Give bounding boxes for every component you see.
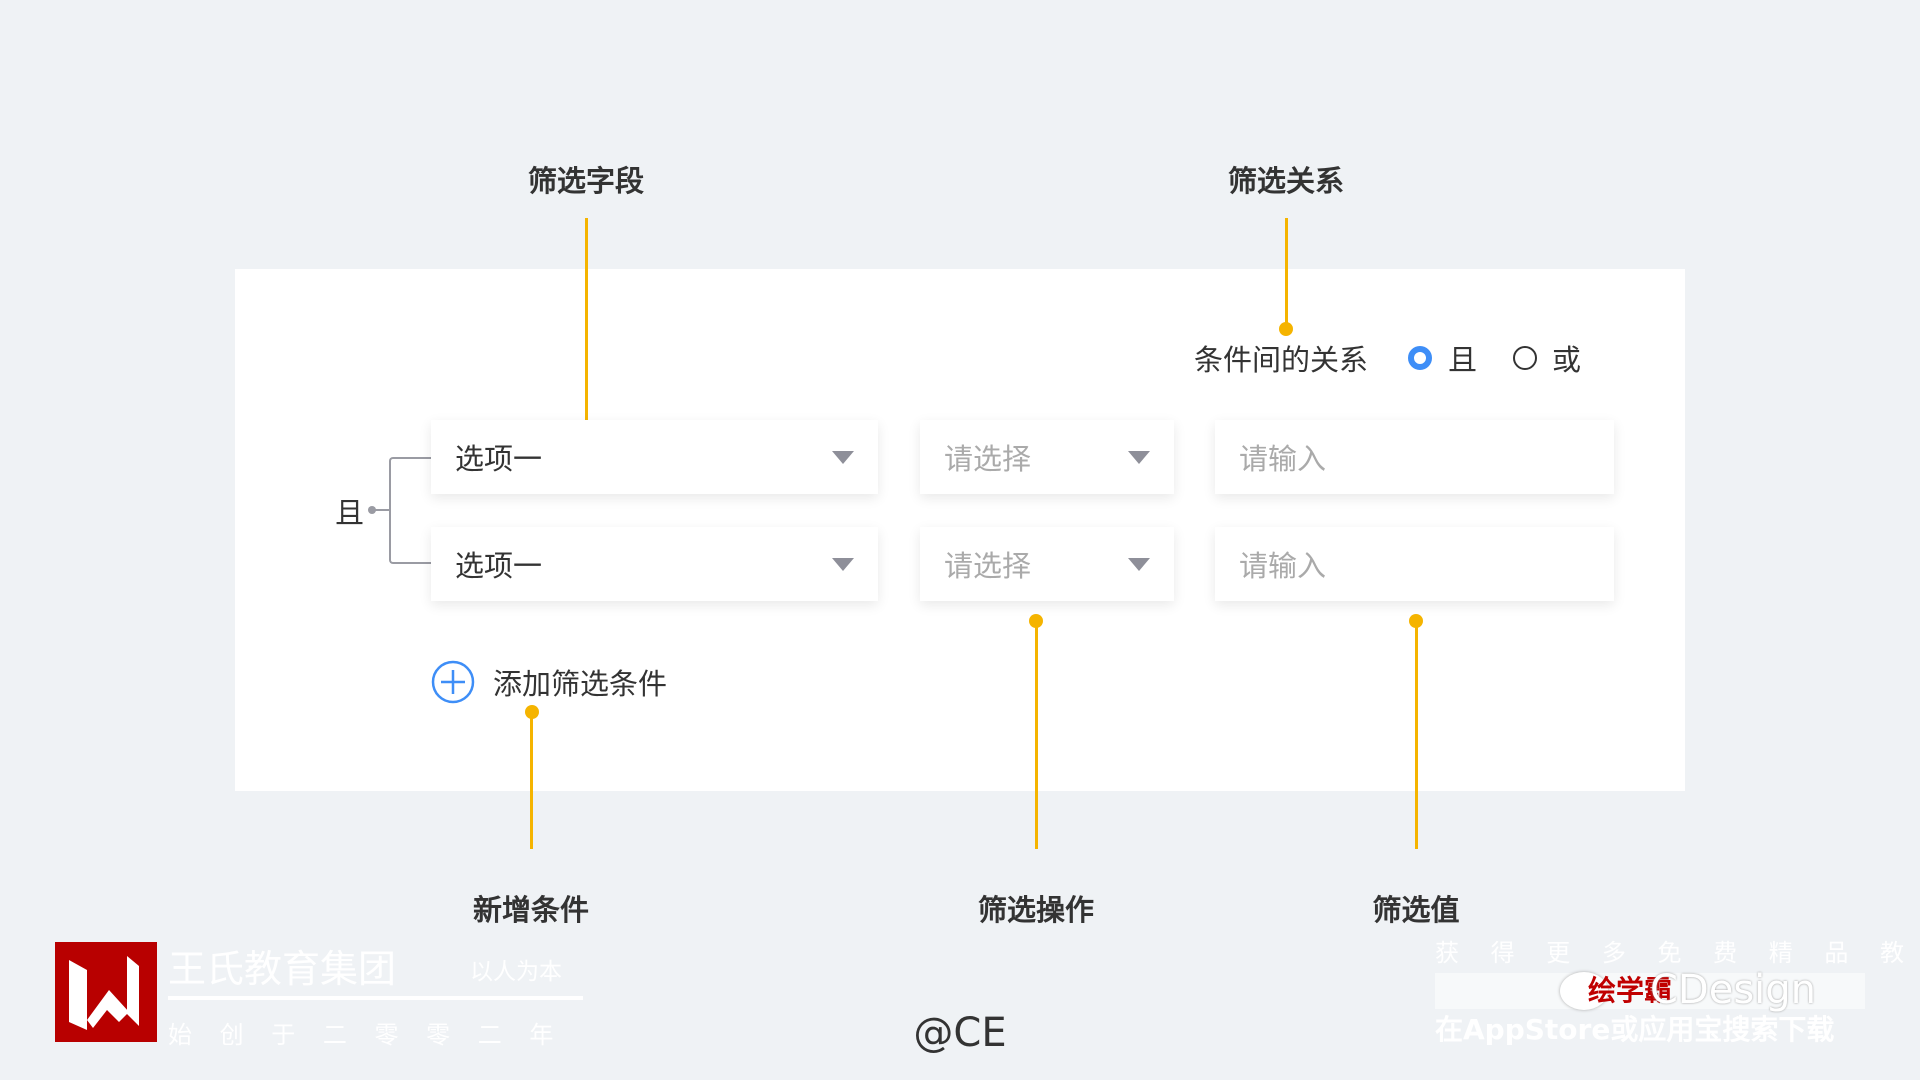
add-condition-label: 添加筛选条件 [493,667,668,701]
watermark-founded: 始 创 于 二 零 零 二 年 [168,1021,564,1049]
credit: @CE [913,1010,1007,1056]
group-bracket [389,457,431,564]
watermark-promo-top: 获 得 更 多 免 费 精 品 教 程 [1435,939,1920,967]
value-input[interactable]: 请输入 [1215,420,1614,494]
annotation-add-condition: 新增条件 [472,893,590,927]
radio-or[interactable] [1513,346,1537,370]
watermark-promo-brand: 绘学霸 [1588,974,1673,1007]
plus-circle-icon [431,660,475,704]
group-logic-label: 且 [335,496,365,530]
chevron-down-icon [832,557,854,571]
radio-and-label[interactable]: 且 [1448,343,1478,377]
group-connector [369,509,389,511]
annotation-filter-field: 筛选字段 [527,164,645,198]
chat-bubble-icon [1560,972,1608,1010]
add-condition-button[interactable]: 添加筛选条件 [431,660,667,704]
annotation-dot [1279,322,1293,336]
logo [55,942,157,1042]
annotation-line [585,218,588,458]
watermark-promo-bottom: 在AppStore或应用宝搜索下载 [1435,1013,1835,1046]
annotation-filter-relation: 筛选关系 [1227,164,1345,198]
watermark-promo-design: CDesign [1650,967,1817,1013]
annotation-line [530,712,533,849]
field-select-value: 选项一 [455,442,543,476]
value-input[interactable]: 请输入 [1215,527,1614,601]
value-placeholder: 请输入 [1239,549,1327,583]
operator-select[interactable]: 请选择 [920,420,1174,494]
annotation-line [1415,621,1418,849]
operator-placeholder: 请选择 [944,549,1032,583]
chevron-down-icon [1128,557,1150,571]
value-placeholder: 请输入 [1239,442,1327,476]
radio-or-label[interactable]: 或 [1552,343,1582,377]
group-connector-dot [368,506,376,514]
watermark-divider [168,996,583,1000]
field-select[interactable]: 选项一 [431,420,878,494]
field-select-value: 选项一 [455,549,543,583]
field-select[interactable]: 选项一 [431,527,878,601]
annotation-filter-value: 筛选值 [1372,893,1460,927]
annotation-filter-operation: 筛选操作 [977,893,1095,927]
watermark-brand: 王氏教育集团 [168,947,397,991]
operator-placeholder: 请选择 [944,442,1032,476]
relation-label: 条件间的关系 [1194,343,1369,377]
watermark-band [1435,973,1865,1009]
logo-w-icon [69,956,139,1030]
watermark-slogan: 以人为本 [470,959,562,985]
annotation-line [1285,218,1288,328]
annotation-line [1035,621,1038,849]
operator-select[interactable]: 请选择 [920,527,1174,601]
radio-and[interactable] [1408,346,1432,370]
chevron-down-icon [832,450,854,464]
chevron-down-icon [1128,450,1150,464]
